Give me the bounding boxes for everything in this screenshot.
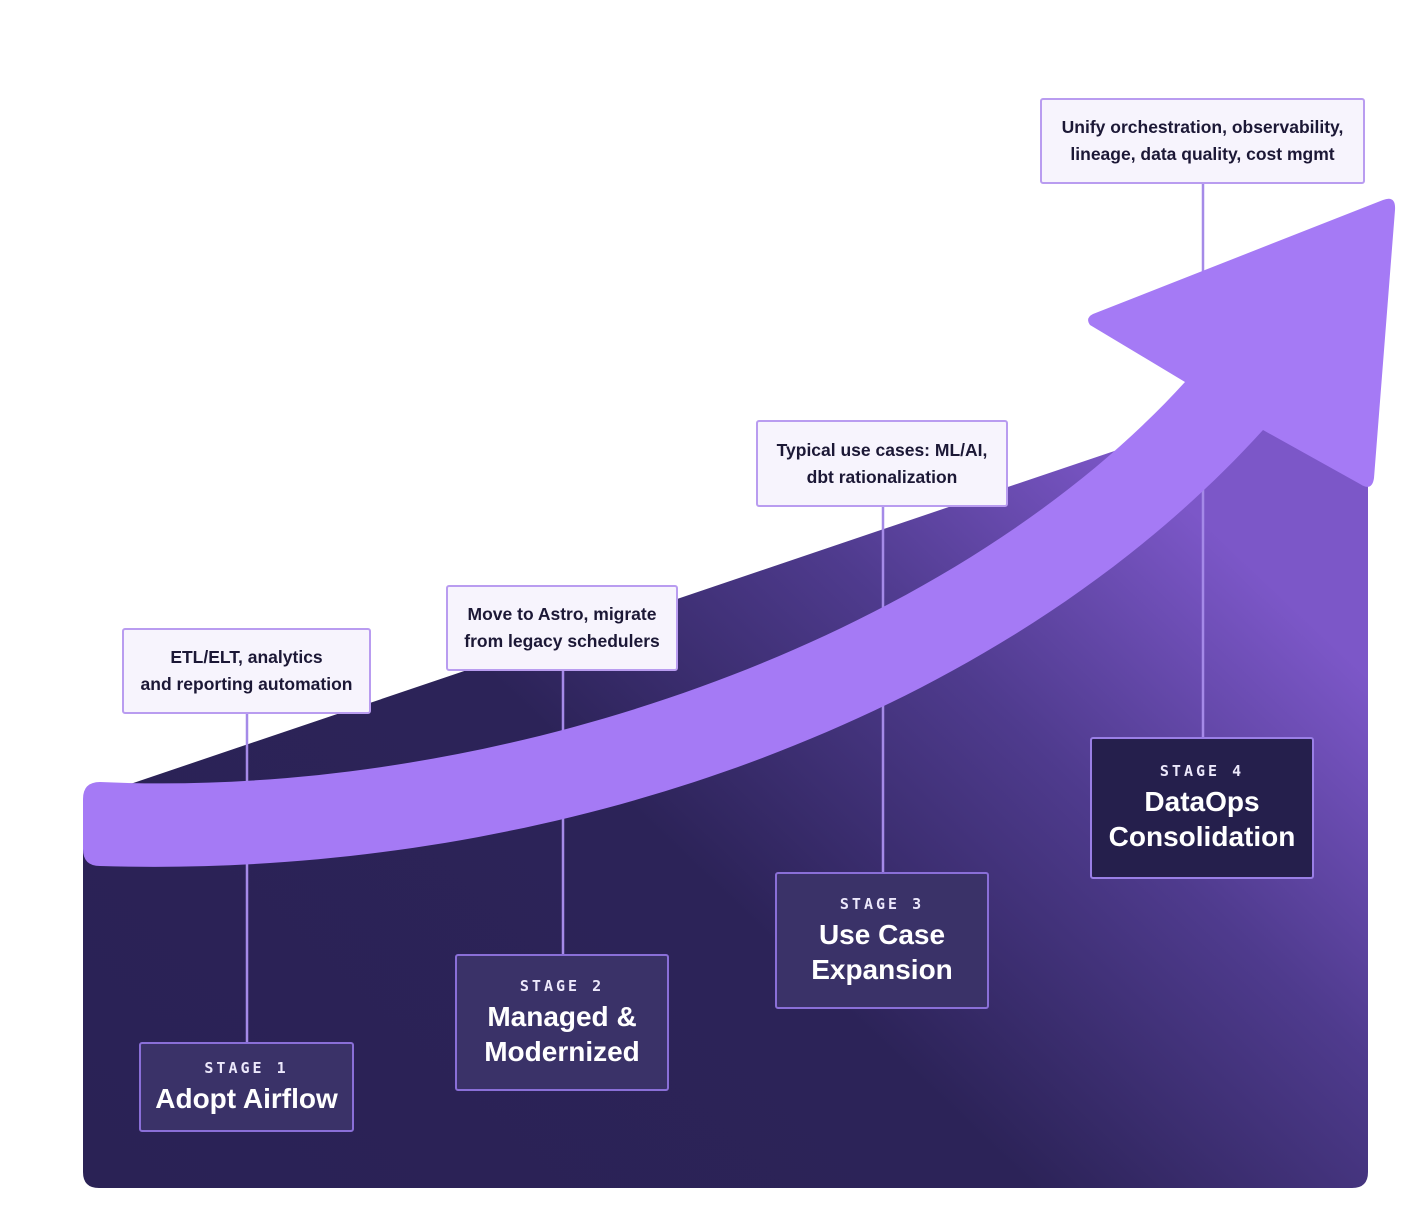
stage-3-box: STAGE 3 Use Case Expansion bbox=[775, 872, 989, 1009]
stage-2-title: Managed & Modernized bbox=[484, 1000, 640, 1067]
stage-2-label: STAGE 2 bbox=[519, 976, 605, 995]
stage-1-label: STAGE 1 bbox=[204, 1058, 289, 1077]
stage-3-title: Use Case Expansion bbox=[811, 918, 953, 985]
stage-2-box: STAGE 2 Managed & Modernized bbox=[455, 954, 669, 1091]
stage-2-description: Move to Astro, migrate from legacy sched… bbox=[446, 585, 678, 671]
stage-1-box: STAGE 1 Adopt Airflow bbox=[139, 1042, 354, 1132]
stage-3-description: Typical use cases: ML/AI, dbt rationaliz… bbox=[756, 420, 1008, 507]
stage-4-box: STAGE 4 DataOps Consolidation bbox=[1090, 737, 1314, 879]
stage-4-description: Unify orchestration, observability, line… bbox=[1040, 98, 1365, 184]
stage-4-label: STAGE 4 bbox=[1159, 762, 1245, 780]
stage-4-title: DataOps Consolidation bbox=[1108, 786, 1296, 852]
stage-1-title: Adopt Airflow bbox=[155, 1082, 338, 1114]
stage-3-label: STAGE 3 bbox=[839, 894, 925, 913]
stage-1-description: ETL/ELT, analytics and reporting automat… bbox=[122, 628, 371, 714]
growth-arrow bbox=[83, 198, 1396, 867]
